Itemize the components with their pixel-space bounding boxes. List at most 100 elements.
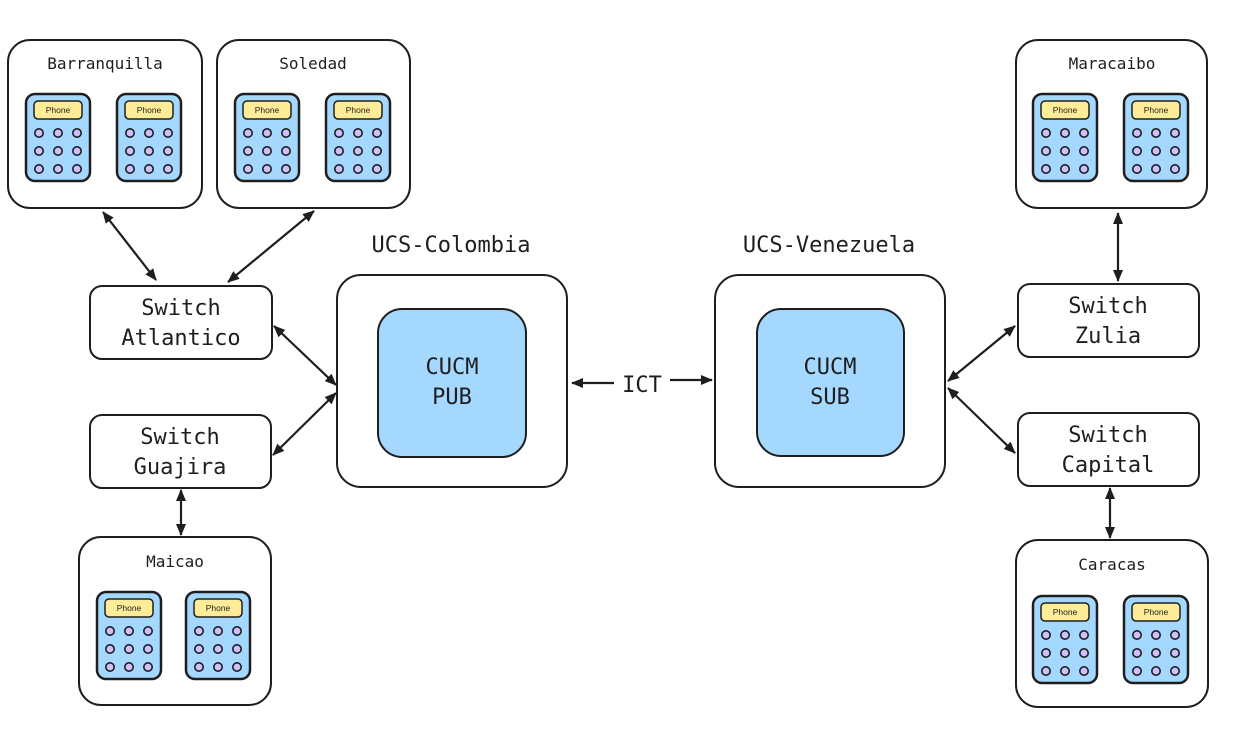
phone-icon: Phone xyxy=(1122,594,1190,685)
phone-screen xyxy=(1131,602,1181,622)
keypad-key xyxy=(52,164,63,175)
link-soledad-atlantico xyxy=(227,210,315,283)
keypad-key xyxy=(144,164,155,175)
keypad-key xyxy=(1132,629,1143,640)
cucm-line2: PUB xyxy=(432,385,472,410)
keypad-key xyxy=(1079,665,1090,676)
keypad-key xyxy=(213,625,224,636)
keypad-key xyxy=(1060,665,1071,676)
keypad-key xyxy=(1132,164,1143,175)
phone-label: Phone xyxy=(1053,607,1078,617)
phone-label: Phone xyxy=(255,105,280,115)
phone-screen xyxy=(1040,602,1090,622)
phone-icon: Phone xyxy=(1031,594,1099,685)
keypad-key xyxy=(352,146,363,157)
switch-guajira: Switch Guajira xyxy=(89,414,272,489)
phone-icon: Phone xyxy=(95,590,163,681)
keypad-key xyxy=(163,164,174,175)
keypad-key xyxy=(1041,128,1052,139)
link-venezuela-capital xyxy=(947,387,1016,454)
ucs-title: UCS-Venezuela xyxy=(743,233,915,258)
keypad-key xyxy=(143,661,154,672)
keypad-key xyxy=(1060,164,1071,175)
keypad-key xyxy=(143,625,154,636)
link-barranquilla-atlantico xyxy=(102,211,157,281)
keypad-key xyxy=(124,625,135,636)
keypad-key xyxy=(1151,146,1162,157)
keypad-key xyxy=(163,146,174,157)
keypad-key xyxy=(1170,647,1181,658)
keypad-key xyxy=(1132,647,1143,658)
keypad-key xyxy=(72,164,83,175)
link-atlantico-colombia xyxy=(273,325,337,386)
keypad-key xyxy=(280,146,291,157)
keypad-key xyxy=(1041,665,1052,676)
keypad-key xyxy=(1060,629,1071,640)
phone-icon: Phone xyxy=(115,92,183,183)
phone-label: Phone xyxy=(1144,105,1169,115)
keypad-key xyxy=(1060,647,1071,658)
keypad-key xyxy=(33,146,44,157)
keypad-key xyxy=(1170,164,1181,175)
keypad-key xyxy=(232,643,243,654)
cucm-line1: CUCM xyxy=(804,355,857,380)
phone-icon: Phone xyxy=(184,590,252,681)
keypad-key xyxy=(1132,128,1143,139)
keypad-key xyxy=(243,128,254,139)
keypad-key xyxy=(1041,647,1052,658)
phone-screen xyxy=(124,100,174,120)
keypad-key xyxy=(261,128,272,139)
switch-label-line1: Switch xyxy=(1068,423,1147,448)
keypad-key xyxy=(72,128,83,139)
keypad-key xyxy=(52,128,63,139)
keypad-key xyxy=(1041,146,1052,157)
keypad-key xyxy=(144,146,155,157)
switch-label-line2: Guajira xyxy=(134,455,227,480)
phone-label: Phone xyxy=(346,105,371,115)
phone-screen xyxy=(104,598,154,618)
cucm-pub-node xyxy=(377,308,527,458)
phone-label: Phone xyxy=(46,105,71,115)
location-label: Caracas xyxy=(1078,555,1145,574)
keypad-key xyxy=(261,146,272,157)
location-label: Barranquilla xyxy=(47,54,163,73)
keypad-key xyxy=(105,661,116,672)
phone-screen xyxy=(1131,100,1181,120)
location-label: Maracaibo xyxy=(1069,54,1156,73)
link-guajira-colombia xyxy=(272,392,337,456)
keypad-key xyxy=(194,661,205,672)
keypad-key xyxy=(33,164,44,175)
keypad-key xyxy=(371,164,382,175)
ict-label: ICT xyxy=(622,373,662,398)
phone-label: Phone xyxy=(117,603,142,613)
phone-icon: Phone xyxy=(1122,92,1190,183)
keypad-key xyxy=(1170,665,1181,676)
location-label: Soledad xyxy=(279,54,346,73)
switch-label-line2: Capital xyxy=(1062,453,1155,478)
keypad-key xyxy=(144,128,155,139)
keypad-key xyxy=(371,128,382,139)
switch-label-line2: Atlantico xyxy=(121,326,240,351)
keypad-key xyxy=(243,146,254,157)
keypad-key xyxy=(1151,164,1162,175)
keypad-key xyxy=(333,146,344,157)
keypad-key xyxy=(105,625,116,636)
phone-screen xyxy=(33,100,83,120)
keypad-key xyxy=(333,128,344,139)
switch-capital: Switch Capital xyxy=(1017,412,1200,487)
switch-atlantico: Switch Atlantico xyxy=(89,285,273,360)
keypad-key xyxy=(213,661,224,672)
keypad-key xyxy=(124,643,135,654)
keypad-key xyxy=(125,128,136,139)
cucm-sub-node xyxy=(756,308,905,457)
keypad-key xyxy=(125,146,136,157)
phone-screen xyxy=(1040,100,1090,120)
location-label: Maicao xyxy=(146,552,204,571)
keypad-key xyxy=(1170,146,1181,157)
keypad-key xyxy=(194,625,205,636)
keypad-key xyxy=(1151,629,1162,640)
keypad-key xyxy=(1151,647,1162,658)
switch-label-line1: Switch xyxy=(140,425,219,450)
keypad-key xyxy=(33,128,44,139)
ucs-title: UCS-Colombia xyxy=(372,233,531,258)
